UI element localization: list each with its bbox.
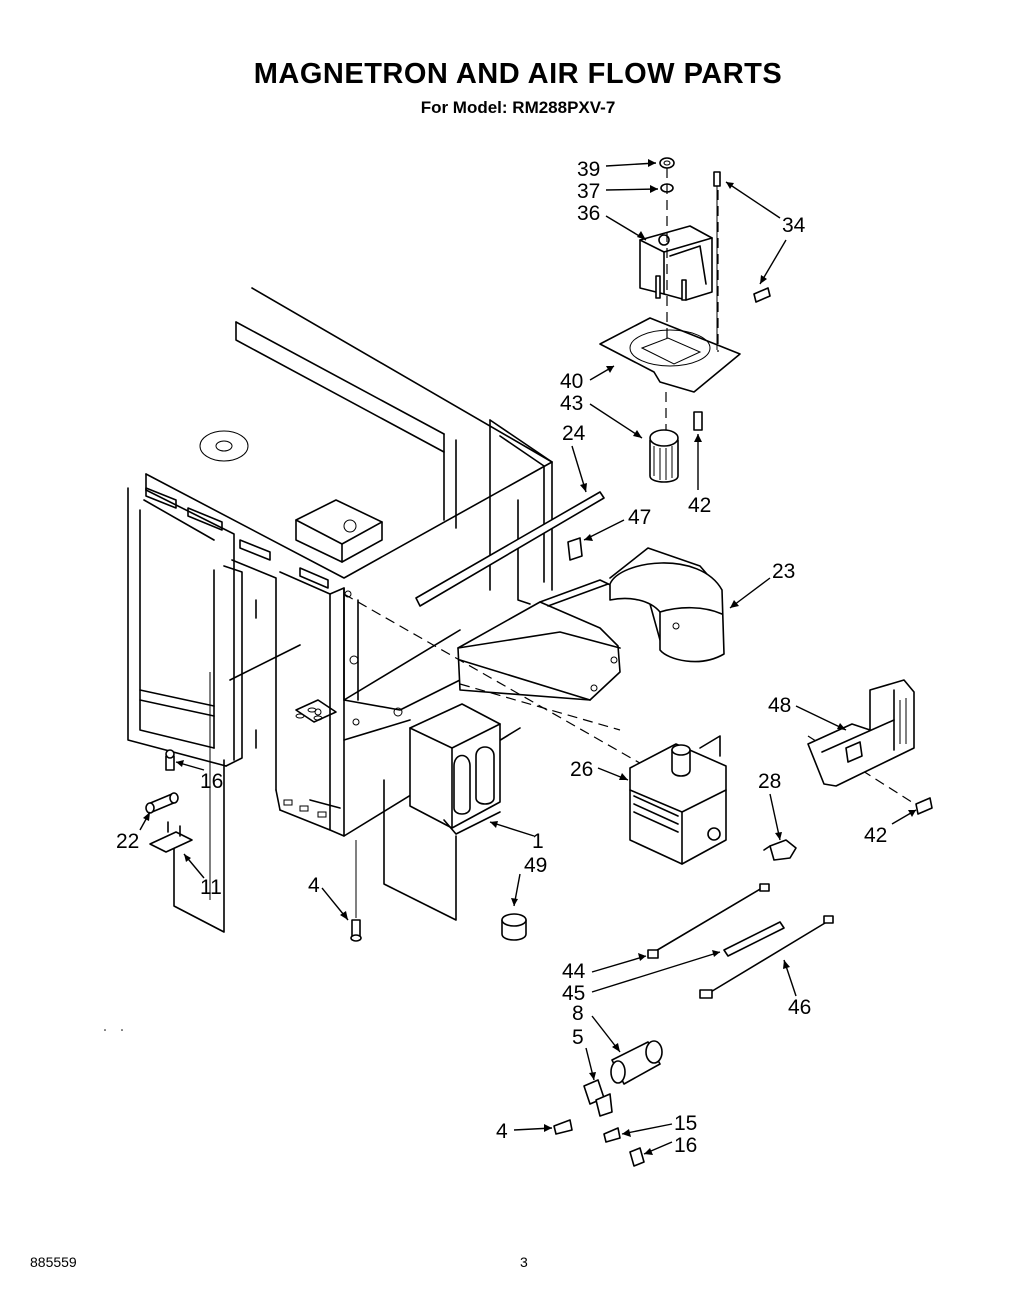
callout-45: 45 xyxy=(562,982,585,1005)
callout-44: 44 xyxy=(562,960,586,983)
part-44-wire xyxy=(647,883,770,959)
part-39-clip xyxy=(659,157,675,169)
part-5-bracket xyxy=(583,1079,613,1117)
callout-11: 11 xyxy=(200,876,222,899)
callout-4-center: 4 xyxy=(308,874,320,897)
callout-43: 43 xyxy=(560,392,583,415)
callout-8: 8 xyxy=(572,1002,584,1025)
part-36-fan-motor xyxy=(639,225,713,301)
part-23-air-duct xyxy=(457,547,725,701)
callout-24: 24 xyxy=(562,422,586,445)
callout-34: 34 xyxy=(782,214,806,237)
part-46-wire xyxy=(699,915,834,999)
callout-15: 15 xyxy=(674,1112,697,1135)
part-40-mounting-plate xyxy=(599,317,741,393)
part-4-screw-lower xyxy=(553,1119,573,1135)
page-number: 3 xyxy=(520,1254,528,1270)
oven-cabinet xyxy=(127,287,553,837)
callout-49: 49 xyxy=(524,854,547,877)
part-16-screw-left xyxy=(165,749,175,771)
callout-39: 39 xyxy=(577,158,600,181)
part-16-screw-lower xyxy=(629,1147,645,1167)
callout-4-lower: 4 xyxy=(496,1120,508,1143)
part-48-bracket xyxy=(807,679,915,787)
document-code: 885559 xyxy=(30,1254,77,1270)
callout-36: 36 xyxy=(577,202,600,225)
part-15-diode xyxy=(603,1127,621,1143)
callout-22: 22 xyxy=(116,830,139,853)
callout-46: 46 xyxy=(788,996,811,1019)
part-1-transformer xyxy=(409,703,501,835)
callout-26: 26 xyxy=(570,758,593,781)
part-34-screw-top xyxy=(713,171,721,350)
callout-37: 37 xyxy=(577,180,600,203)
part-24-spacer-bar xyxy=(415,491,605,607)
callout-5: 5 xyxy=(572,1026,584,1049)
callout-42-lower: 42 xyxy=(864,824,887,847)
callout-42-upper: 42 xyxy=(688,494,711,517)
callout-47: 47 xyxy=(628,506,651,529)
callout-1: 1 xyxy=(532,830,544,853)
bracket-lines xyxy=(173,672,457,933)
callout-28: 28 xyxy=(758,770,781,793)
part-34-screw-side xyxy=(753,287,771,303)
callout-40: 40 xyxy=(560,370,583,393)
part-28-thermal-protector xyxy=(763,839,797,861)
part-4-screw-center xyxy=(350,840,362,942)
assembly-guide-lines xyxy=(343,168,919,807)
callout-16-left: 16 xyxy=(200,770,223,793)
part-42-screw-upper xyxy=(693,411,703,431)
page-title: MAGNETRON AND AIR FLOW PARTS xyxy=(253,58,783,90)
part-22-fuse xyxy=(145,792,179,814)
part-42-screw-lower xyxy=(915,797,933,815)
part-49-component xyxy=(501,913,527,941)
callout-arrows xyxy=(139,159,917,1155)
part-11-fuse-holder xyxy=(149,821,193,853)
model-subtitle: For Model: RM288PXV-7 xyxy=(420,98,616,117)
callout-48: 48 xyxy=(768,694,791,717)
callout-labels: 39 37 36 34 40 43 24 42 47 23 48 26 28 4… xyxy=(116,158,887,1157)
part-45-wire xyxy=(723,921,785,957)
callout-16-lower: 16 xyxy=(674,1134,697,1157)
part-26-magnetron xyxy=(629,735,727,865)
part-8-capacitor xyxy=(610,1040,663,1085)
part-43-fan-blade xyxy=(649,429,679,483)
callout-23: 23 xyxy=(772,560,795,583)
part-47-clip xyxy=(567,537,583,561)
